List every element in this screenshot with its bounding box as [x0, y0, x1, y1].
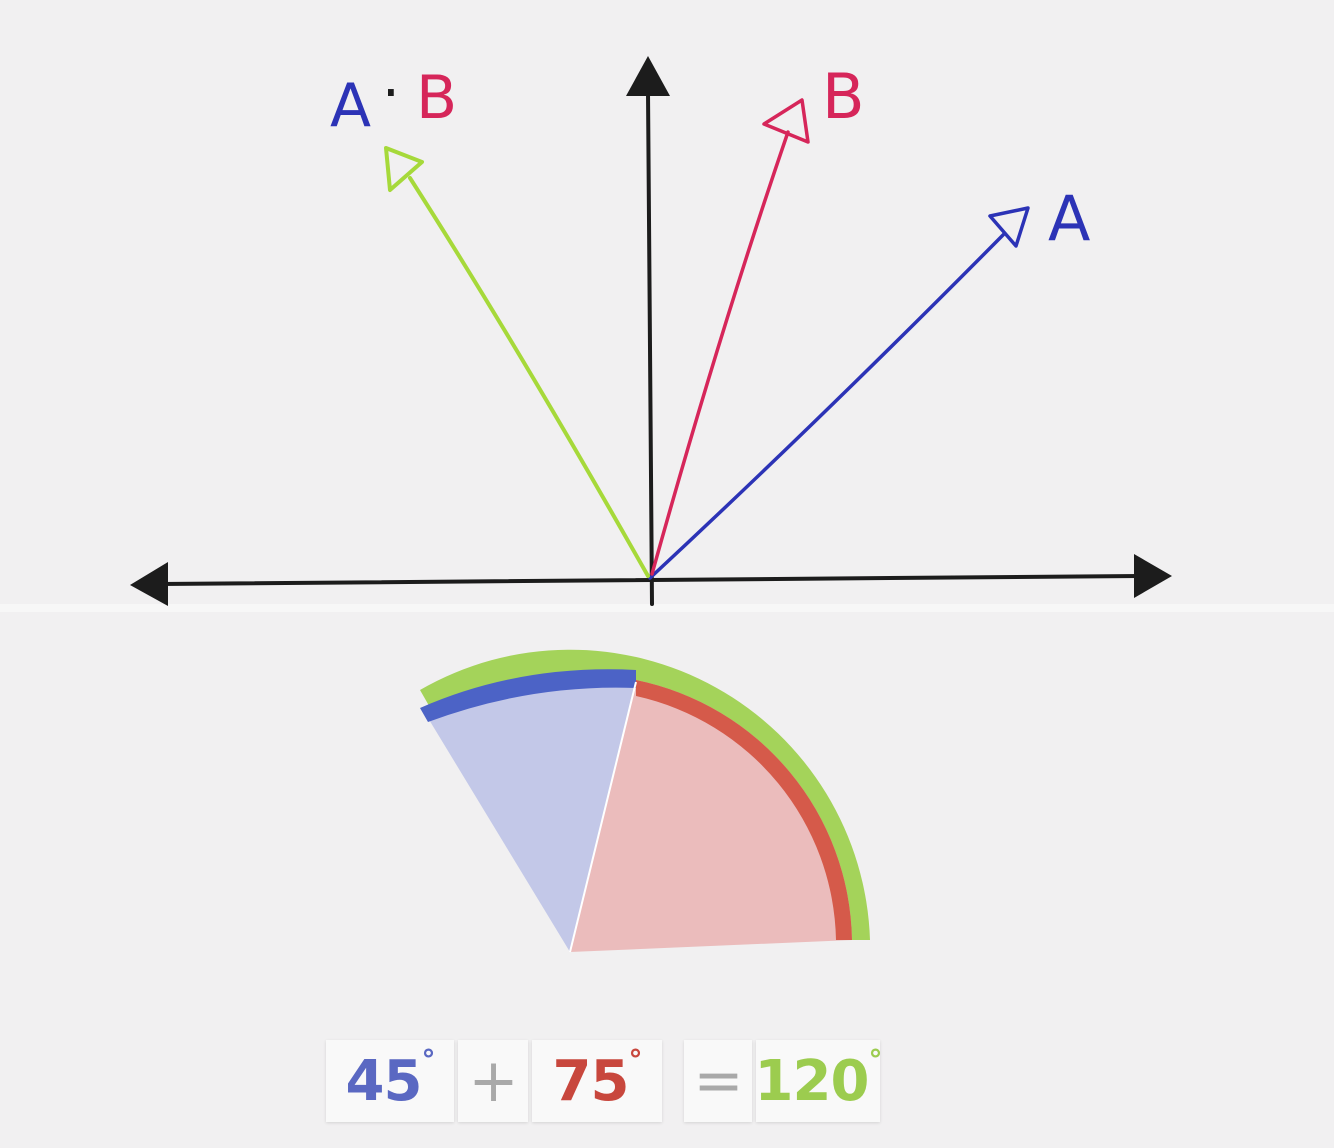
equals-card: = [684, 1040, 752, 1122]
wedge-b-sector [570, 680, 852, 952]
y-axis-up-arrow [626, 56, 670, 96]
term2-card: 75° [532, 1040, 662, 1122]
vector-b-shaft [650, 130, 790, 576]
vector-a-arrowhead [988, 206, 1030, 248]
wedge-divider [569, 681, 637, 953]
wedge-a-sector [428, 679, 636, 952]
vector-sum-arrowhead [384, 146, 424, 192]
term2-degree: ° [628, 1042, 642, 1076]
x-axis-right-arrow [1134, 554, 1172, 598]
term2-value: 75 [552, 1048, 630, 1114]
vector-b-arrowhead [762, 98, 810, 144]
vector-b-label: B [822, 60, 865, 133]
term1-card: 45° [326, 1040, 454, 1122]
paper-seam [0, 604, 1334, 612]
vector-sum [384, 146, 650, 578]
vector-a [648, 206, 1030, 580]
vector-b [650, 98, 810, 576]
x-axis-left-arrow [130, 562, 168, 606]
result-value: 120 [754, 1048, 870, 1114]
axes [130, 56, 1172, 606]
wedge-b-arc [636, 680, 852, 940]
result-degree: ° [868, 1042, 882, 1076]
vector-sum-shaft [408, 176, 650, 578]
vector-sum-label-dot: · [382, 61, 400, 126]
wedge-a-arc [420, 669, 636, 722]
y-axis [646, 90, 654, 606]
term1-degree: ° [421, 1042, 435, 1076]
plus-sign: + [468, 1046, 518, 1116]
result-card: 120° [754, 1040, 882, 1122]
term1-value: 45 [345, 1048, 423, 1114]
vector-sum-label-a: A [330, 71, 371, 141]
vector-a-shaft [648, 232, 1006, 580]
plus-card: + [458, 1040, 528, 1122]
equals-sign: = [693, 1046, 743, 1116]
vector-sum-label-b: B [416, 63, 457, 133]
vector-a-label: A [1048, 182, 1090, 255]
wedge-sum-arc [420, 649, 870, 940]
angle-wedge [420, 649, 870, 953]
